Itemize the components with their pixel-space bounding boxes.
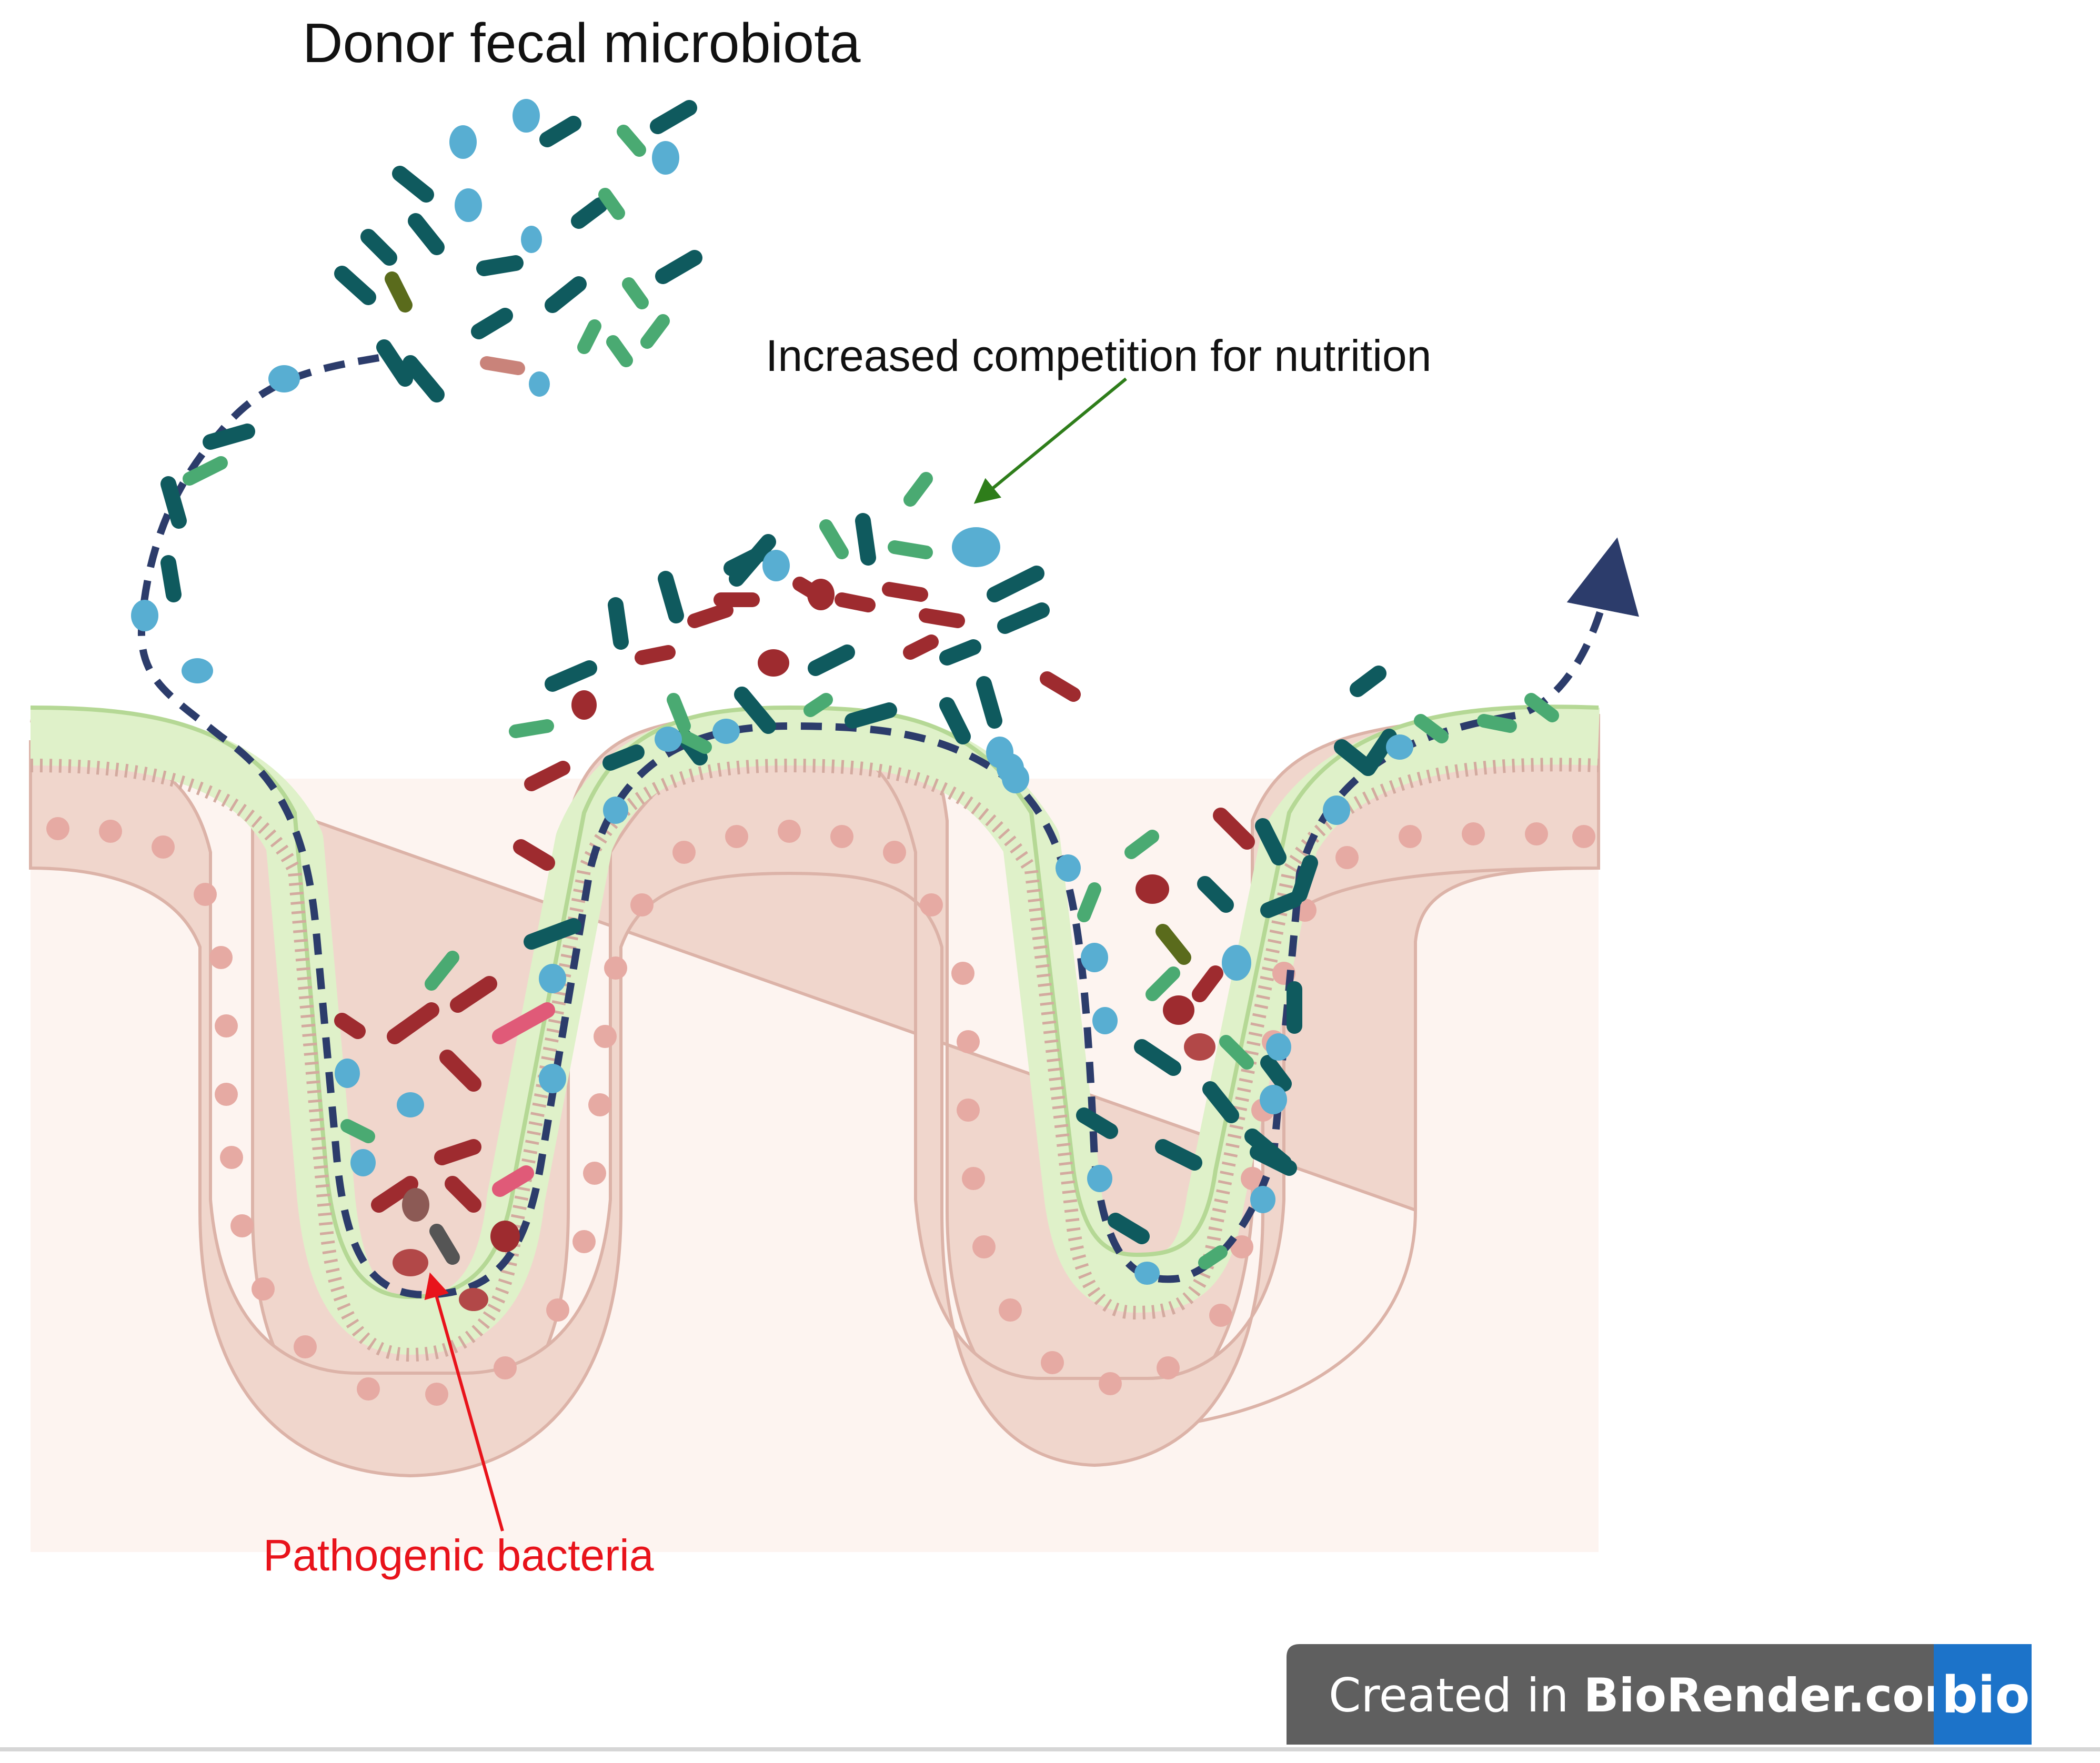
- donor-label: Donor fecal microbiota: [303, 12, 861, 74]
- epithelium-band: [29, 734, 1600, 1478]
- pathogenic-label: Pathogenic bacteria: [263, 1530, 654, 1580]
- watermark-text: Created in BioRender.com: [1329, 1668, 1973, 1722]
- competition-arrow: [973, 377, 1127, 504]
- left-crypt-bacteria: [334, 839, 566, 1311]
- mucus-edge: [30, 704, 1599, 1299]
- biorender-watermark: Created in BioRender.com bio: [1287, 1644, 2032, 1745]
- microvilli-brush-border: [30, 758, 1599, 1362]
- competition-label: Increased competition for nutrition: [766, 331, 1431, 380]
- donor-bacteria-cluster: [131, 99, 702, 683]
- microbiota-flow-path: [137, 354, 1639, 1298]
- pathogen-arrow: [424, 1272, 504, 1532]
- right-crypt-bacteria: [997, 666, 1559, 1285]
- biorender-logo: bio: [1942, 1666, 2030, 1725]
- watermark-prefix: Created in: [1329, 1668, 1583, 1722]
- watermark-brand: BioRender.com: [1583, 1668, 1972, 1722]
- cell-nuclei: [46, 817, 1595, 1406]
